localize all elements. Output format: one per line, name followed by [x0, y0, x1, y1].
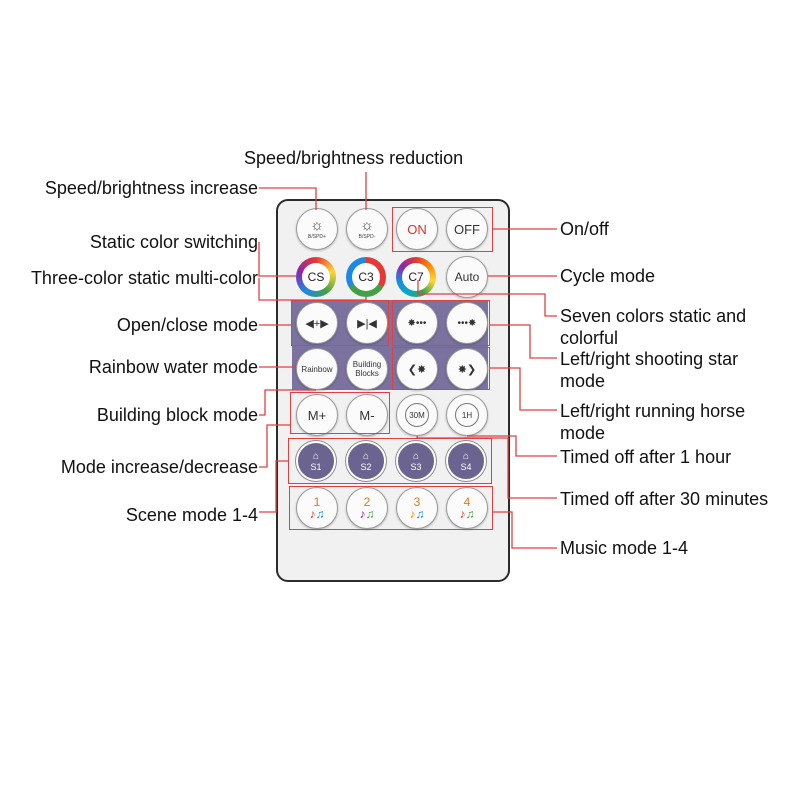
building-blocks-button[interactable]: Building Blocks: [346, 348, 388, 390]
house-icon: ⌂: [412, 450, 420, 462]
b-spd-plus-label: B/SPD+: [308, 233, 326, 240]
label-seven-colors-2: colorful: [560, 328, 619, 348]
cs-label: CS: [302, 263, 330, 291]
mode-decrease-button[interactable]: M-: [346, 394, 388, 436]
shooting-star-left-icon: ✸•••: [407, 317, 427, 329]
c3-button[interactable]: C3: [346, 257, 386, 297]
label-scene-mode: Scene mode 1-4: [125, 505, 258, 525]
scene-3-label: S3: [410, 461, 422, 472]
sun-minus-icon: ☼: [360, 216, 374, 234]
m-minus-label: M-: [359, 407, 375, 423]
running-horse-right-icon: ✸❯: [457, 363, 477, 376]
arrows-out-icon: ◀+▶: [305, 317, 329, 330]
label-speed-increase: Speed/brightness increase: [44, 178, 258, 198]
label-shooting-star-1: Left/right shooting star: [560, 349, 739, 369]
off-button[interactable]: OFF: [446, 208, 488, 250]
open-mode-button[interactable]: ◀+▶: [296, 302, 338, 344]
running-horse-group-box: [392, 347, 490, 390]
label-timed-1h: Timed off after 1 hour: [560, 447, 732, 467]
scene-group-box: [288, 438, 492, 484]
label-open-close: Open/close mode: [116, 315, 258, 335]
timer-1h-label: 1H: [455, 403, 479, 427]
scene-2-label: S2: [360, 461, 372, 472]
label-static-switching: Static color switching: [89, 232, 258, 252]
label-music-mode: Music mode 1-4: [560, 538, 689, 558]
cs-button[interactable]: CS: [296, 257, 336, 297]
music-3-label: 3: [413, 495, 421, 509]
timer-30m-label: 30M: [405, 403, 429, 427]
label-mode-inc-dec: Mode increase/decrease: [60, 457, 258, 477]
music-note-icon: ♪♫: [459, 507, 475, 521]
label-seven-colors-1: Seven colors static and: [560, 306, 747, 326]
house-icon: ⌂: [312, 450, 320, 462]
music-note-icon: ♪♫: [409, 507, 425, 521]
music-2-label: 2: [363, 495, 371, 509]
scene-2-button[interactable]: ⌂ S2: [346, 441, 386, 481]
building-label-1: Building: [352, 360, 382, 369]
timer-1h-button[interactable]: 1H: [446, 394, 488, 436]
shooting-star-group-box: [392, 300, 490, 346]
label-three-color: Three-color static multi-color: [30, 268, 258, 288]
on-off-group-box: [392, 207, 493, 252]
shooting-star-right-icon: •••✸: [457, 317, 477, 329]
timer-30m-button[interactable]: 30M: [396, 394, 438, 436]
house-icon: ⌂: [362, 450, 370, 462]
b-spd-minus-label: B/SPD-: [358, 233, 376, 240]
speed-increase-button[interactable]: ☼ B/SPD+: [296, 208, 338, 250]
close-mode-button[interactable]: ▶|◀: [346, 302, 388, 344]
running-horse-left-icon: ❮✸: [407, 363, 427, 376]
scene-1-button[interactable]: ⌂ S1: [296, 441, 336, 481]
music-2-button[interactable]: 2 ♪♫: [346, 487, 388, 529]
off-label: OFF: [454, 221, 480, 237]
running-horse-left-button[interactable]: ❮✸: [396, 348, 438, 390]
c7-label: C7: [402, 263, 430, 291]
on-button[interactable]: ON: [396, 208, 438, 250]
arrows-in-icon: ▶|◀: [357, 317, 377, 330]
on-label: ON: [407, 221, 427, 237]
c3-label: C3: [352, 263, 380, 291]
auto-label: Auto: [454, 270, 480, 284]
mode-inc-dec-group-box: [290, 392, 390, 434]
music-1-label: 1: [313, 495, 321, 509]
rainbow-button[interactable]: Rainbow: [296, 348, 338, 390]
music-note-icon: ♪♫: [359, 507, 375, 521]
label-building-block: Building block mode: [96, 405, 258, 425]
sun-plus-icon: ☼: [310, 216, 324, 234]
open-close-group-box: [291, 300, 389, 346]
music-1-button[interactable]: 1 ♪♫: [296, 487, 338, 529]
c7-button[interactable]: C7: [396, 257, 436, 297]
label-on-off: On/off: [560, 219, 609, 239]
rainbow-label: Rainbow: [301, 364, 333, 374]
speed-reduction-button[interactable]: ☼ B/SPD-: [346, 208, 388, 250]
label-timed-30m: Timed off after 30 minutes: [560, 489, 769, 509]
label-shooting-star-2: mode: [560, 371, 606, 391]
music-group-box: [289, 486, 493, 530]
label-speed-reduction: Speed/brightness reduction: [244, 148, 464, 168]
label-cycle-mode: Cycle mode: [560, 266, 656, 286]
label-running-horse-1: Left/right running horse: [560, 401, 746, 421]
scene-1-label: S1: [310, 461, 322, 472]
building-label-2: Blocks: [355, 369, 379, 378]
music-4-label: 4: [463, 495, 471, 509]
label-rainbow-water: Rainbow water mode: [88, 357, 258, 377]
music-note-icon: ♪♫: [309, 507, 325, 521]
label-running-horse-2: mode: [560, 423, 606, 443]
auto-button[interactable]: Auto: [446, 256, 488, 298]
